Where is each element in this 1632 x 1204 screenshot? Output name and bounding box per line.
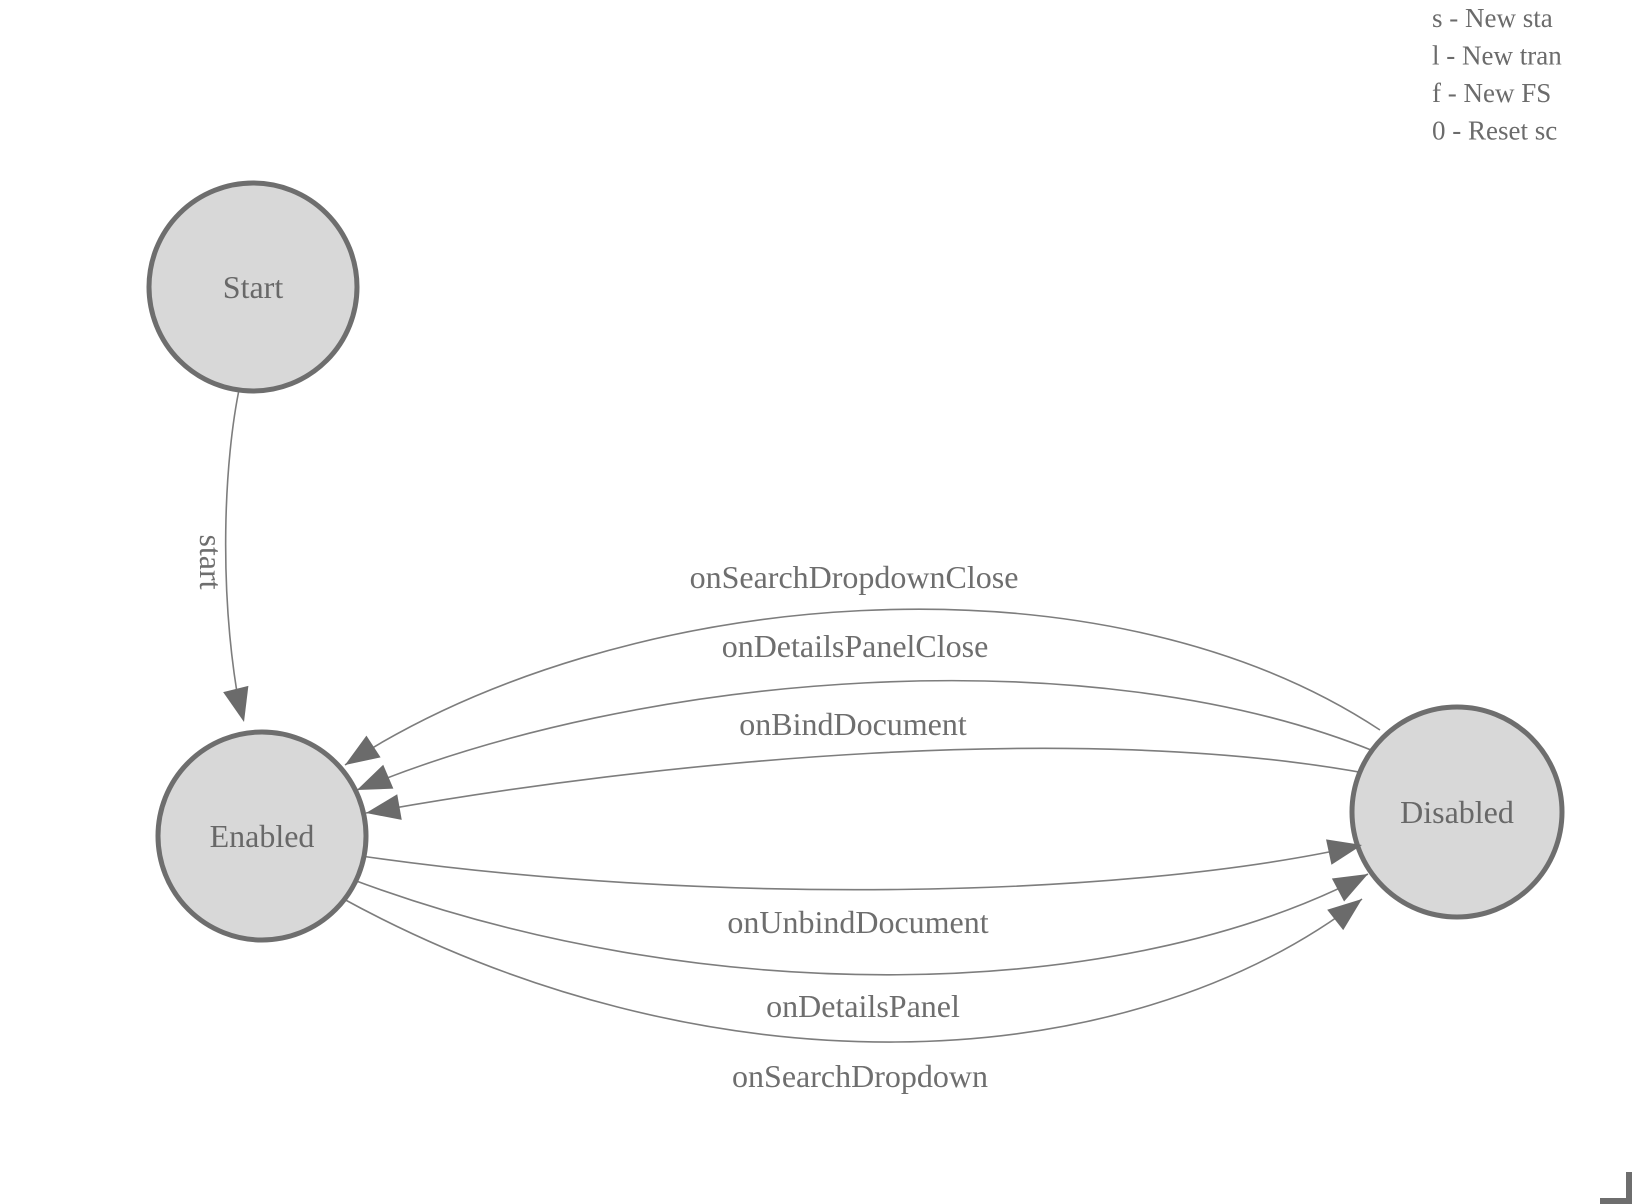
panel-corner-vertical-bar <box>1626 1172 1632 1204</box>
transition-edge-on-unbind-document <box>360 844 1363 891</box>
arrowhead-on-bind-document <box>366 794 402 820</box>
legend-line-new-transition: l - New tran <box>1432 41 1562 71</box>
arrowhead-start-transition <box>223 685 249 722</box>
legend-line-new-fsm: f - New FS <box>1432 78 1551 108</box>
arrowhead-on-details-panel <box>1331 874 1368 902</box>
transition-label-on-details-panel-close: onDetailsPanelClose <box>722 628 989 664</box>
state-label-start: Start <box>223 269 284 305</box>
transition-label-on-search-dropdown-close: onSearchDropdownClose <box>690 559 1019 595</box>
arrowhead-on-details-panel-close <box>357 764 394 790</box>
panel-corner-horizontal-bar <box>1600 1198 1632 1204</box>
transition-edge-on-details-panel <box>350 873 1369 976</box>
state-label-enabled: Enabled <box>210 818 315 854</box>
transition-label-on-bind-document: onBindDocument <box>739 706 967 742</box>
shortcut-legend: s - New sta l - New tran f - New FS 0 - … <box>1432 3 1562 146</box>
transition-edges: start onSearchDropdownClose onDetailsPanel… <box>193 384 1381 1094</box>
legend-line-new-state: s - New sta <box>1432 3 1553 33</box>
transition-label-on-unbind-document: onUnbindDocument <box>727 904 988 940</box>
arrowhead-on-unbind-document <box>1326 839 1362 865</box>
panel-corner <box>1600 1172 1632 1204</box>
transition-edge-on-search-dropdown-close <box>344 608 1381 766</box>
arrowhead-on-search-dropdown-close <box>345 735 381 765</box>
transition-label-on-details-panel: onDetailsPanel <box>766 988 960 1024</box>
transition-edge-on-search-dropdown <box>339 896 1363 1043</box>
transition-arrowheads <box>223 685 1368 931</box>
transition-label-start-transition: start <box>193 534 229 589</box>
transition-edge-on-bind-document <box>365 747 1371 814</box>
state-node-enabled[interactable] <box>155 729 369 943</box>
transition-edge-start-transition <box>224 384 241 711</box>
transition-label-on-search-dropdown: onSearchDropdown <box>732 1058 988 1094</box>
arrowhead-on-search-dropdown <box>1327 899 1362 931</box>
legend-line-reset: 0 - Reset sc <box>1432 116 1557 146</box>
transition-edge-on-details-panel-close <box>356 679 1377 791</box>
state-node-disabled[interactable] <box>1349 704 1565 920</box>
state-node-start[interactable] <box>146 180 360 394</box>
state-label-disabled: Disabled <box>1400 794 1514 830</box>
